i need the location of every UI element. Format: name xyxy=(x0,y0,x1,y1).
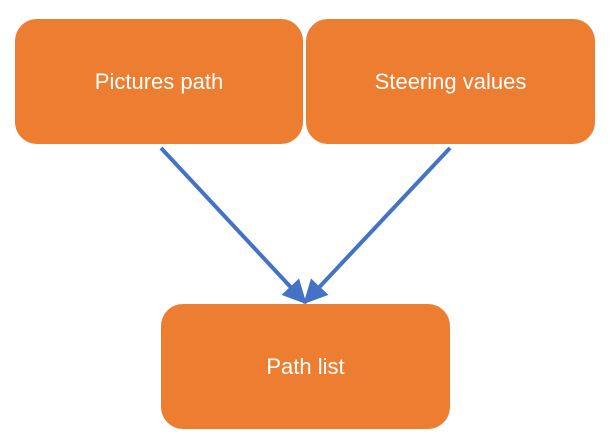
node-pictures-path: Pictures path xyxy=(15,19,303,144)
node-steering-values: Steering values xyxy=(306,19,595,144)
node-label: Path list xyxy=(266,353,345,379)
arrow-steering-to-pathlist xyxy=(303,146,452,305)
node-label: Pictures path xyxy=(94,68,224,94)
arrow-pictures-to-pathlist xyxy=(159,146,307,305)
node-label: Steering values xyxy=(374,68,527,94)
node-path-list: Path list xyxy=(161,304,450,429)
